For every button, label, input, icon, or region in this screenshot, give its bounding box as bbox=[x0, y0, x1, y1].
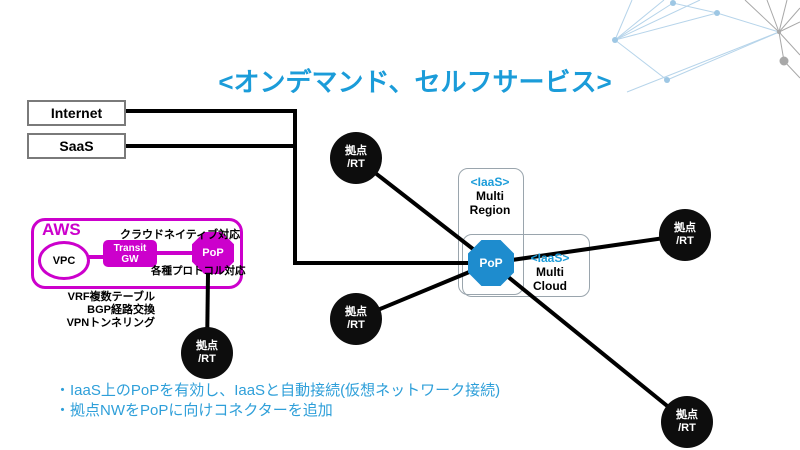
bullet-notes: ・IaaS上のPoPを有効し、IaaSと自動接続(仮想ネットワーク接続) ・拠点… bbox=[55, 381, 615, 421]
transit-gw-label-line1: Transit bbox=[113, 242, 147, 254]
aws-label: AWS bbox=[42, 220, 81, 239]
branch-label-line1: 拠点 bbox=[196, 340, 218, 352]
saas-label: SaaS bbox=[59, 138, 94, 154]
branch-label-line1: 拠点 bbox=[345, 145, 367, 157]
vpc-label: VPC bbox=[52, 254, 76, 267]
aws-pop-label: PoP bbox=[202, 247, 224, 259]
branch-label-line2: /RT bbox=[676, 235, 694, 247]
bullet-line-2: ・拠点NWをPoPに向けコネクターを追加 bbox=[55, 402, 333, 419]
vpn-feature-list: VRF複数テーブル BGP経路交換 VPNトンネリング bbox=[40, 291, 155, 330]
branch-node-top: 拠点 /RT bbox=[330, 132, 382, 184]
iaas-cloud-line2: Cloud bbox=[533, 279, 567, 293]
branch-label-line1: 拠点 bbox=[676, 409, 698, 421]
central-pop-label: PoP bbox=[479, 256, 503, 270]
branch-label-line2: /RT bbox=[347, 319, 365, 331]
branch-node-right: 拠点 /RT bbox=[659, 209, 711, 261]
protocols-note: 各種プロトコル対応 bbox=[151, 265, 246, 277]
central-pop-node: PoP bbox=[468, 240, 514, 286]
iaas-region-line1: Multi bbox=[476, 189, 504, 203]
branch-node-mid: 拠点 /RT bbox=[330, 293, 382, 345]
iaas-multi-region-label: <IaaS> Multi Region bbox=[458, 175, 522, 217]
internet-label: Internet bbox=[50, 105, 103, 121]
iaas-cloud-tag: <IaaS> bbox=[530, 251, 570, 265]
transit-gw-node: Transit GW bbox=[103, 240, 157, 267]
branch-label-line1: 拠点 bbox=[345, 306, 367, 318]
cloud-native-note: クラウドネイティブ対応 bbox=[120, 229, 241, 241]
transit-gw-label-line2: GW bbox=[121, 253, 139, 265]
slide-title: <オンデマンド、セルフサービス> bbox=[218, 67, 612, 97]
feature-vrf: VRF複数テーブル bbox=[67, 291, 155, 303]
iaas-region-line2: Region bbox=[469, 203, 511, 217]
branch-label-line1: 拠点 bbox=[674, 222, 696, 234]
branch-label-line2: /RT bbox=[678, 422, 696, 434]
bullet-line-1: ・IaaS上のPoPを有効し、IaaSと自動接続(仮想ネットワーク接続) bbox=[55, 382, 501, 399]
iaas-region-tag: <IaaS> bbox=[470, 175, 510, 189]
iaas-multi-cloud-label: <IaaS> Multi Cloud bbox=[512, 251, 588, 293]
branch-label-line2: /RT bbox=[198, 353, 216, 365]
feature-bgp: BGP経路交換 bbox=[87, 304, 155, 316]
vpc-node: VPC bbox=[38, 241, 90, 280]
feature-vpn: VPNトンネリング bbox=[66, 317, 155, 329]
iaas-cloud-line1: Multi bbox=[536, 265, 564, 279]
branch-label-line2: /RT bbox=[347, 158, 365, 170]
branch-node-bottomright: 拠点 /RT bbox=[661, 396, 713, 448]
saas-box: SaaS bbox=[27, 133, 126, 159]
internet-box: Internet bbox=[27, 100, 126, 126]
branch-node-aws: 拠点 /RT bbox=[181, 327, 233, 379]
